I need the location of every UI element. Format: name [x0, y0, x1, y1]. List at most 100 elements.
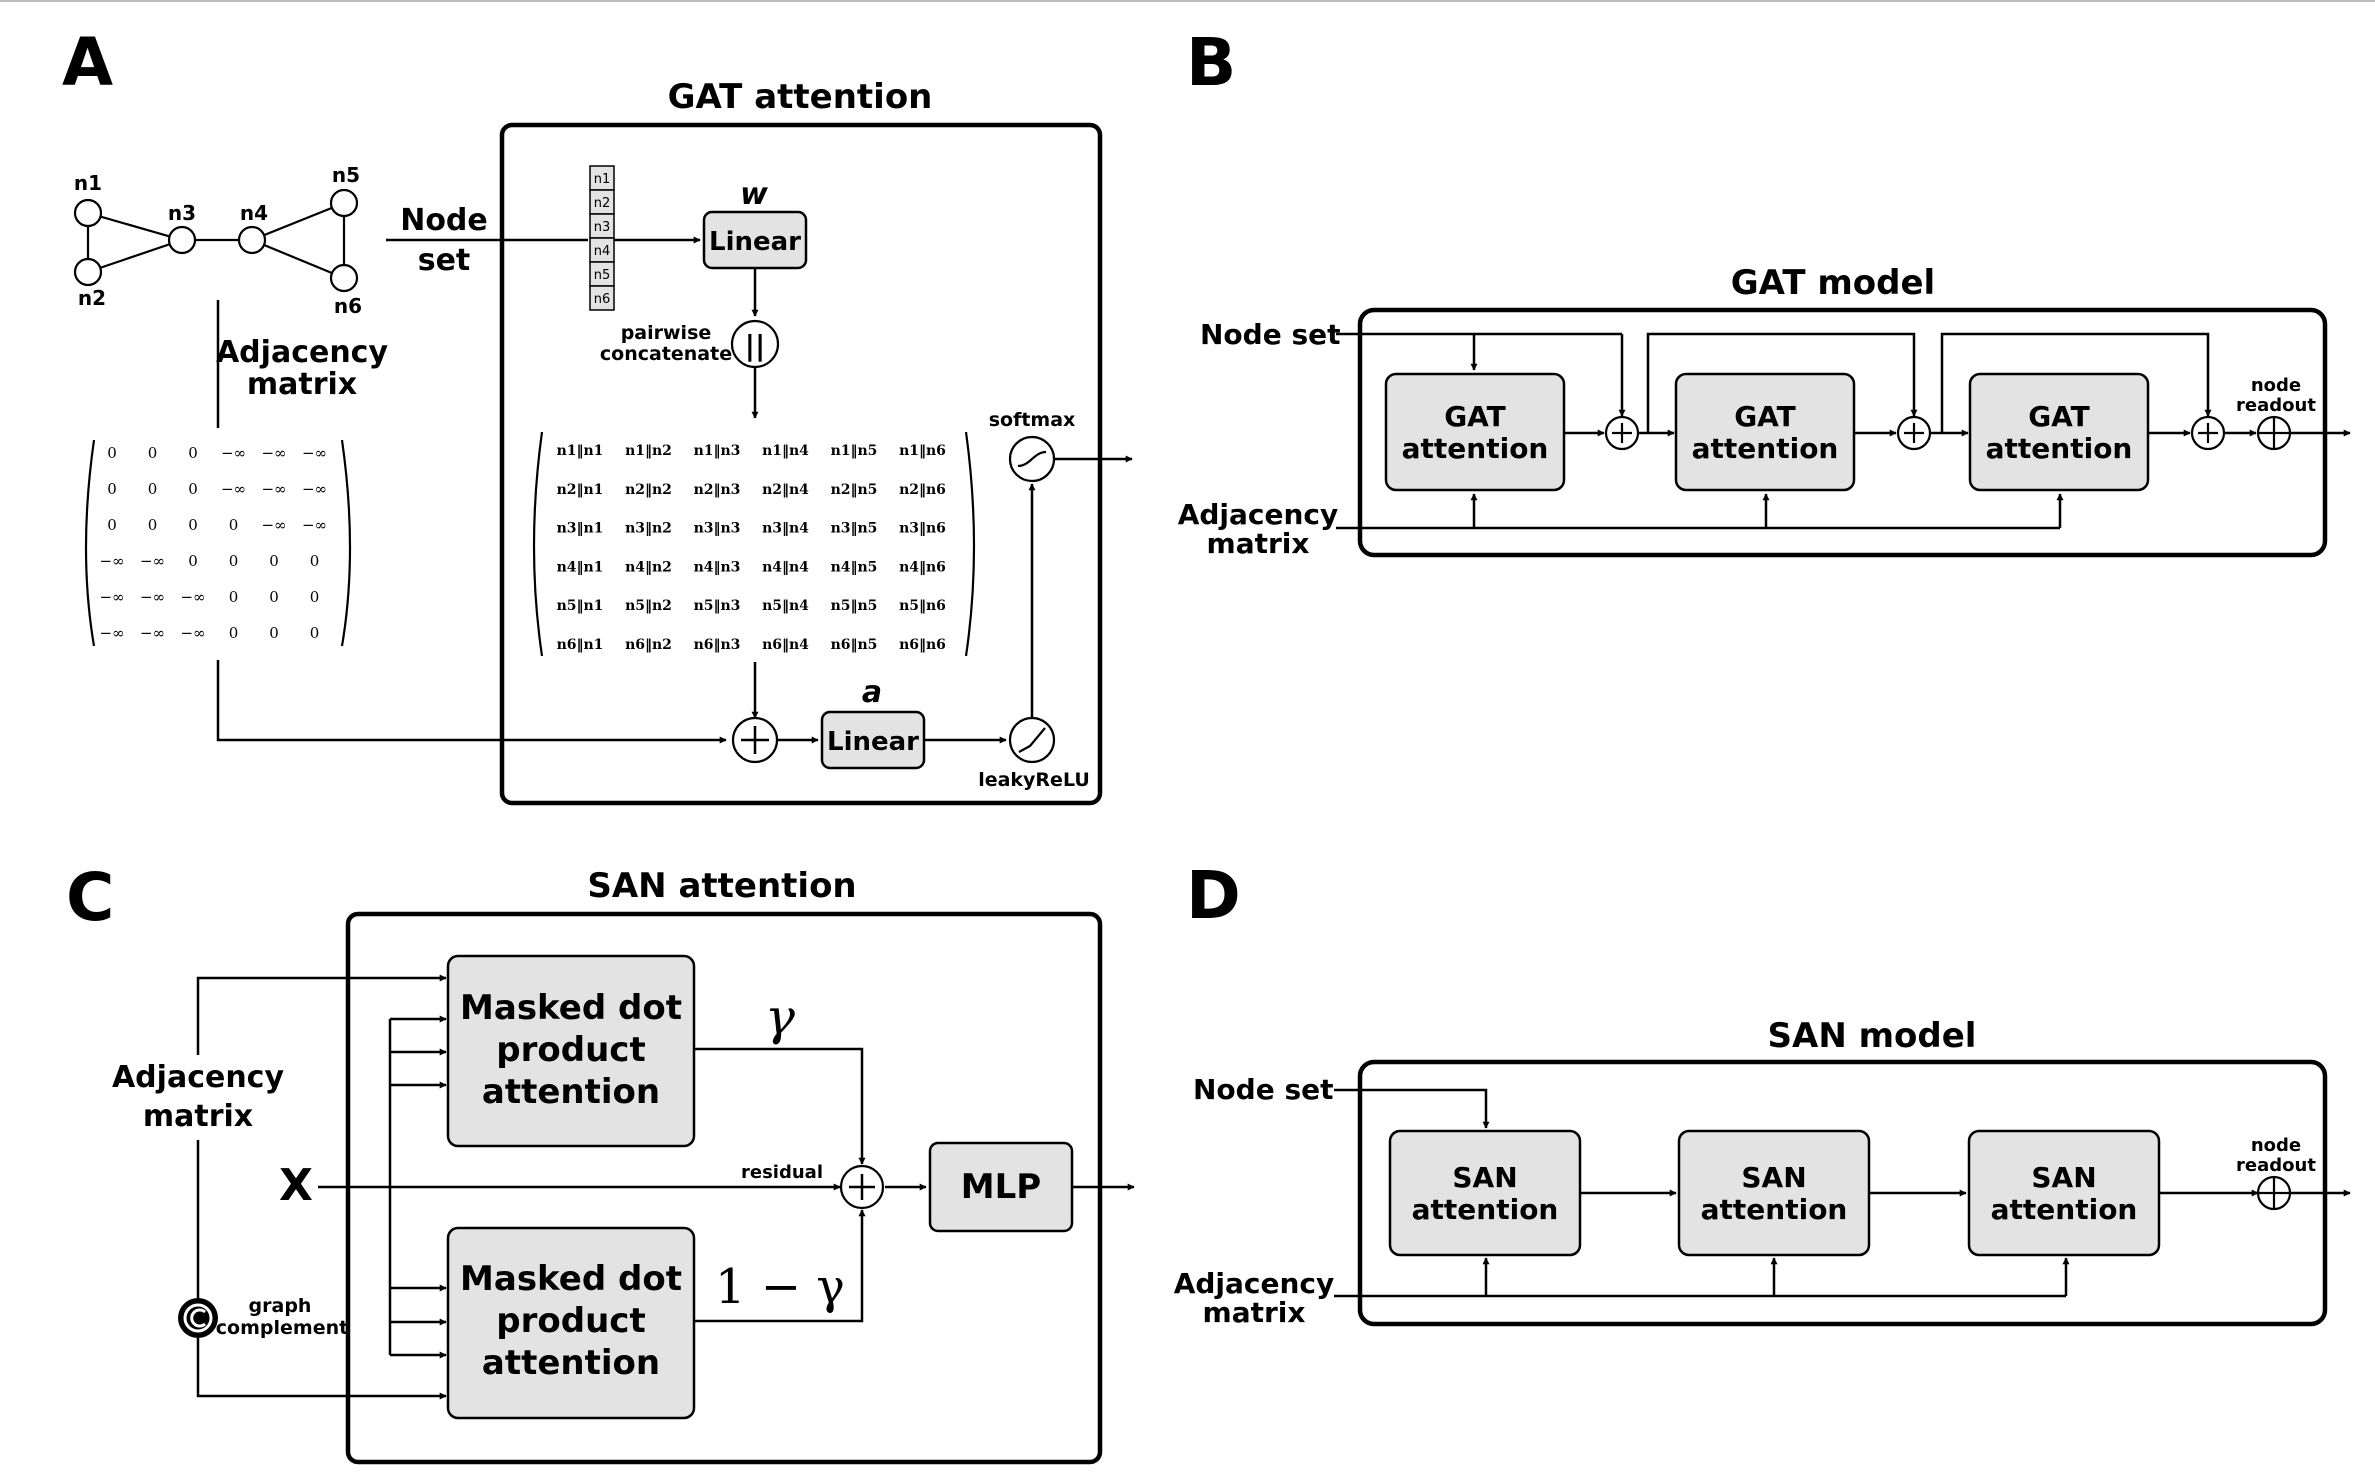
- masked-attention-label: product: [496, 1301, 645, 1341]
- pair-cell: n2‖n6: [899, 482, 946, 498]
- d-node-set-label: Node set: [1193, 1073, 1334, 1106]
- masked-attention-top: [446, 954, 696, 1148]
- panel-c: C SAN attention Adjacency matrix X: [66, 859, 1135, 1465]
- matrix-cell: −∞: [261, 516, 286, 534]
- b-node-set-label: Node set: [1200, 318, 1341, 351]
- concat-symbol: ||: [745, 329, 765, 362]
- d-readout-label: readout: [2236, 1155, 2316, 1176]
- matrix-cell: 0: [269, 552, 279, 570]
- pair-cell: n1‖n1: [557, 443, 604, 459]
- vector-cell-label: n1: [594, 172, 611, 187]
- graph-node-4: [237, 225, 267, 255]
- gamma-label: γ: [765, 988, 795, 1046]
- pair-cell: n4‖n6: [899, 559, 946, 575]
- complement-label: graph: [249, 1295, 312, 1317]
- matrix-cell: 0: [229, 588, 239, 606]
- masked-attention-label: product: [496, 1030, 645, 1070]
- node-set-label: Node: [400, 203, 488, 238]
- matrix-cell: −∞: [221, 444, 246, 462]
- matrix-cell: −∞: [140, 624, 165, 642]
- masked-attention-bottom: [446, 1226, 696, 1420]
- mlp-box: [928, 1141, 1074, 1233]
- mlp-label: MLP: [961, 1167, 1041, 1207]
- matrix-cell: 0: [107, 516, 117, 534]
- matrix-cell: −∞: [261, 444, 286, 462]
- graph-complement-icon: [178, 1298, 218, 1338]
- panel-b-letter: B: [1186, 24, 1236, 101]
- c-adjacency-label: Adjacency: [112, 1060, 284, 1095]
- vector-cell-label: n4: [594, 244, 611, 259]
- panel-a: A GAT attention n1 n2 n3 n4 n5 n6 Node s…: [62, 24, 1133, 806]
- b-residual-add-3: [2190, 415, 2226, 451]
- san-block-label: attention: [1412, 1193, 1559, 1226]
- matrix-cell: 0: [310, 624, 320, 642]
- vector-cell: [589, 237, 615, 263]
- b-readout-label: node: [2251, 375, 2301, 396]
- pair-cell: n6‖n4: [762, 637, 809, 653]
- d-readout-label: node: [2251, 1135, 2301, 1156]
- vector-cell: [589, 213, 615, 239]
- pair-cell: n6‖n1: [557, 637, 604, 653]
- san-block-label: SAN: [1741, 1161, 1806, 1194]
- matrix-cell: 0: [310, 588, 320, 606]
- san-block-1: [1388, 1129, 1582, 1257]
- matrix-cell: −∞: [180, 588, 205, 606]
- b-readout-label: readout: [2236, 395, 2316, 416]
- vector-cell-label: n6: [594, 292, 611, 307]
- vector-cell-label: n3: [594, 220, 611, 235]
- panel-d-letter: D: [1186, 857, 1241, 934]
- graph-node-label: n1: [74, 171, 102, 195]
- pair-cell: n2‖n4: [762, 482, 809, 498]
- c-add-node: [839, 1164, 885, 1210]
- graph-node-label: n2: [78, 286, 106, 310]
- b-residual-add-1: [1604, 415, 1640, 451]
- matrix-cell: 0: [148, 516, 158, 534]
- matrix-cell: 0: [229, 624, 239, 642]
- leaky-node: [1008, 716, 1056, 764]
- panel-d: D SAN model Node set Adjacency matrix SA…: [1174, 857, 2351, 1329]
- matrix-cell: −∞: [261, 480, 286, 498]
- w-label: w: [740, 177, 768, 212]
- matrix-cell: −∞: [221, 480, 246, 498]
- pair-cell: n3‖n1: [557, 521, 604, 537]
- pair-cell: n4‖n1: [557, 559, 604, 575]
- pair-cell: n6‖n2: [625, 637, 672, 653]
- pair-cell: n5‖n6: [899, 598, 946, 614]
- graph-node-2: [73, 257, 103, 287]
- pair-cell: n6‖n5: [831, 637, 878, 653]
- pair-cell: n2‖n3: [694, 482, 741, 498]
- c-adjacency-label: matrix: [143, 1099, 253, 1134]
- panel-c-letter: C: [66, 859, 114, 936]
- gat-block-2: [1674, 372, 1856, 492]
- graph-node-3: [167, 225, 197, 255]
- pair-cell: n5‖n2: [625, 598, 672, 614]
- graph-node-label: n3: [168, 201, 196, 225]
- matrix-cell: −∞: [99, 552, 124, 570]
- pair-cell: n4‖n5: [831, 559, 878, 575]
- panel-b-title: GAT model: [1731, 263, 1935, 303]
- linear-w-label: Linear: [709, 227, 801, 257]
- matrix-cell: −∞: [99, 588, 124, 606]
- matrix-cell: 0: [229, 516, 239, 534]
- d-adjacency-label: matrix: [1203, 1296, 1306, 1329]
- d-adjacency-label: Adjacency: [1174, 1267, 1335, 1300]
- leaky-label: leakyReLU: [978, 769, 1090, 791]
- b-connections: [1336, 332, 2351, 530]
- softmax-label: softmax: [989, 409, 1076, 431]
- san-block-label: attention: [1991, 1193, 2138, 1226]
- gat-block-label: attention: [1692, 432, 1839, 465]
- example-graph: [86, 201, 346, 280]
- panel-a-title: GAT attention: [668, 77, 933, 117]
- matrix-cell: −∞: [140, 552, 165, 570]
- matrix-cell: 0: [188, 480, 198, 498]
- pair-cell: n1‖n4: [762, 443, 809, 459]
- pair-cell: n4‖n3: [694, 559, 741, 575]
- masked-attention-label: attention: [482, 1072, 660, 1112]
- matrix-cell: 0: [269, 624, 279, 642]
- matrix-cell: 0: [310, 552, 320, 570]
- linear-a-label: Linear: [827, 727, 919, 757]
- pair-cell: n3‖n5: [831, 521, 878, 537]
